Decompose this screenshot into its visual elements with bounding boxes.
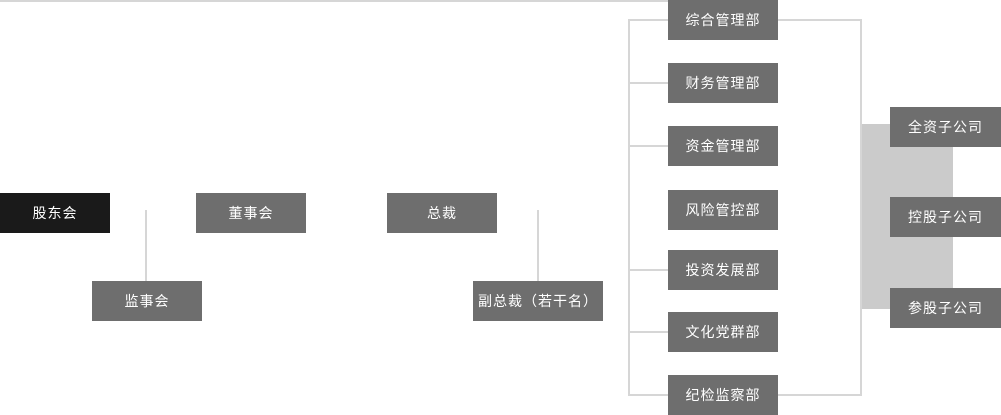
org-node-shareholders: 股东会 xyxy=(0,193,110,233)
connector-supervisors-vertical xyxy=(145,210,147,281)
connector-dept-stub-3 xyxy=(628,145,668,147)
org-node-dept-finance: 财务管理部 xyxy=(668,63,778,103)
org-node-board: 董事会 xyxy=(196,193,306,233)
org-node-sub-wholly: 全资子公司 xyxy=(890,107,1001,147)
connector-right-top-horizontal xyxy=(778,19,862,21)
connector-dept-stub-7 xyxy=(628,394,668,396)
connector-right-bottom-horizontal xyxy=(778,394,862,396)
org-node-vice-presidents: 副总裁（若干名） xyxy=(473,281,603,321)
connector-department-trunk-vertical xyxy=(628,19,630,396)
org-node-supervisors: 监事会 xyxy=(92,281,202,321)
org-node-dept-risk: 风险管控部 xyxy=(668,190,778,230)
org-node-dept-funds: 资金管理部 xyxy=(668,126,778,166)
org-node-sub-holding: 控股子公司 xyxy=(890,197,1001,237)
connector-dept-stub-5 xyxy=(628,269,668,271)
connector-dept-stub-6 xyxy=(628,331,668,333)
org-node-dept-investment: 投资发展部 xyxy=(668,250,778,290)
connector-dept-stub-2 xyxy=(628,82,668,84)
org-node-president: 总裁 xyxy=(387,193,497,233)
org-node-dept-discipline: 纪检监察部 xyxy=(668,375,778,415)
org-node-dept-general: 综合管理部 xyxy=(668,0,778,40)
org-node-dept-culture: 文化党群部 xyxy=(668,312,778,352)
connector-right-vertical xyxy=(860,19,862,396)
connector-main-horizontal xyxy=(0,0,668,2)
org-node-sub-equity: 参股子公司 xyxy=(890,288,1001,328)
connector-dept-stub-1 xyxy=(628,19,668,21)
connector-vice-presidents-vertical xyxy=(537,210,539,281)
